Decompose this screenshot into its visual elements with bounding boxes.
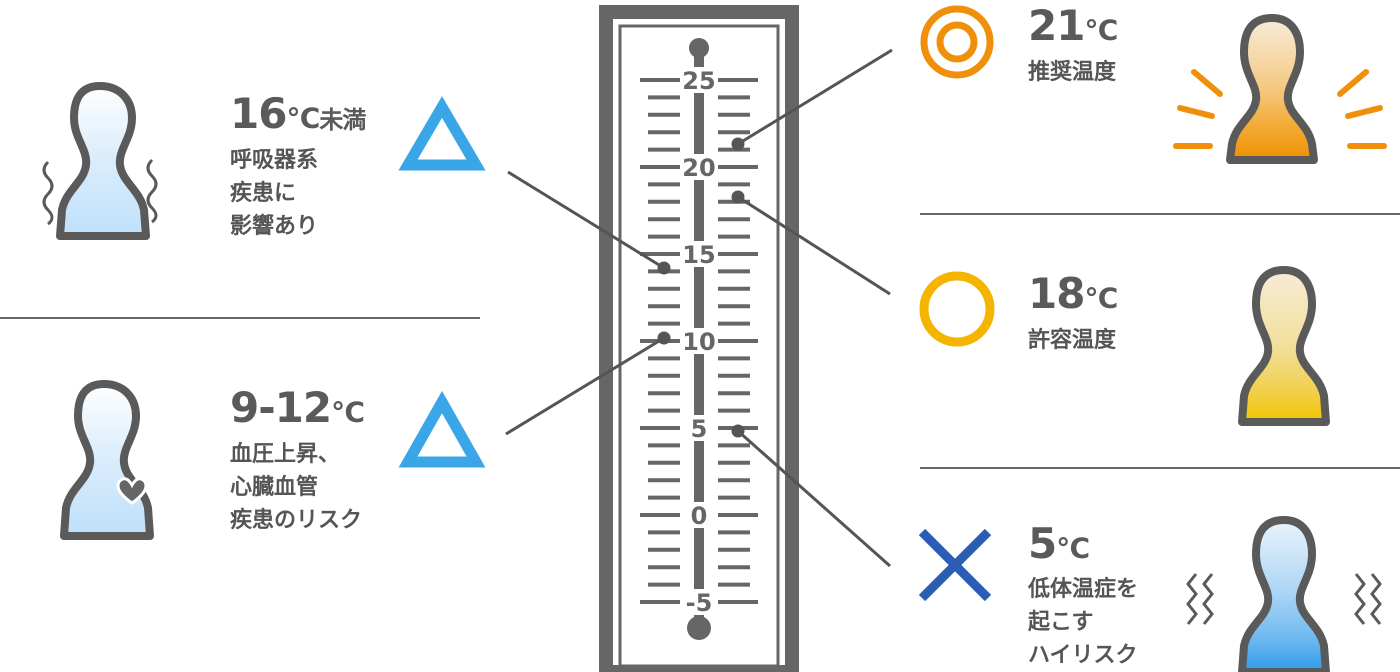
desc-line: 疾患のリスク — [230, 508, 363, 533]
desc-line: ハイリスク — [1028, 643, 1138, 668]
tick-label-bg — [682, 328, 716, 354]
tick-label-bg — [689, 502, 709, 528]
connectors — [505, 48, 893, 568]
thermometer-top-bulb — [689, 38, 709, 58]
triangle-mark-icon — [398, 390, 486, 468]
connector-9-12 — [505, 336, 665, 436]
circle-mark-icon — [919, 271, 995, 347]
person-cold-icon — [1186, 516, 1382, 672]
desc-line: 呼吸器系 — [230, 148, 319, 173]
person-warm-glow-icon — [1173, 14, 1387, 164]
temp-label-9-12: 9-12℃ — [230, 383, 365, 435]
tick-label-bg — [682, 241, 716, 267]
dot-9-12 — [657, 331, 671, 345]
temp-unit: ℃ — [331, 396, 365, 429]
temp-label-16: 16℃未満 — [230, 89, 366, 142]
desc-16: 呼吸器系 疾患に 影響あり — [230, 144, 318, 243]
desc-9-12: 血圧上昇、 心臓血管 疾患のリスク — [230, 438, 362, 537]
dot-16 — [657, 261, 671, 275]
tick-label: 20 — [682, 154, 715, 182]
temp-value: 5 — [1028, 519, 1057, 568]
connector-21 — [737, 48, 893, 146]
tick-label: -5 — [686, 589, 713, 617]
tick-label-bg — [682, 67, 716, 93]
temp-label-5: 5℃ — [1028, 519, 1090, 571]
temp-unit: ℃ — [286, 102, 320, 135]
connector-16 — [507, 170, 665, 270]
tick-label: 25 — [682, 67, 715, 95]
double-circle-mark-icon — [920, 5, 994, 79]
desc-line: 心臓血管 — [230, 475, 319, 500]
temp-label-21: 21℃ — [1028, 1, 1118, 53]
tick-label-bg — [682, 154, 716, 180]
dot-21 — [731, 137, 745, 151]
tick-marks — [640, 78, 758, 604]
heart-icon — [116, 477, 148, 505]
desc-line: 影響あり — [230, 214, 319, 239]
tick-label: 5 — [691, 415, 708, 443]
tick-label: 0 — [691, 502, 708, 530]
desc-21: 推奨温度 — [1028, 56, 1116, 89]
tick-label-bg — [682, 589, 716, 615]
temp-value: 16 — [230, 89, 287, 138]
temp-value: 9-12 — [230, 383, 332, 432]
connector-18 — [737, 195, 891, 296]
thermometer-bottom-bulb — [687, 616, 711, 640]
desc-line: 許容温度 — [1028, 328, 1117, 353]
desc-5: 低体温症を 起こす ハイリスク — [1028, 573, 1138, 672]
desc-line: 低体温症を — [1028, 577, 1139, 602]
desc-line: 推奨温度 — [1028, 60, 1117, 85]
desc-line: 起こす — [1028, 610, 1094, 635]
desc-line: 血圧上昇、 — [230, 442, 341, 467]
cross-mark-icon — [918, 528, 992, 602]
dot-18 — [731, 190, 745, 204]
temp-unit: ℃ — [1056, 532, 1090, 565]
tick-label: 15 — [682, 241, 715, 269]
temp-unit: ℃ — [1084, 14, 1118, 47]
connector-5 — [737, 429, 891, 568]
person-shivering-icon — [42, 82, 158, 240]
person-comfortable-icon — [1238, 266, 1330, 426]
triangle-mark-icon — [398, 96, 486, 171]
desc-line: 疾患に — [230, 181, 297, 206]
person-heart-icon — [60, 380, 154, 540]
dot-5 — [731, 424, 745, 438]
tick-label: 10 — [682, 328, 715, 356]
tick-labels: 25 20 15 10 5 0 -5 — [682, 67, 716, 617]
temp-value: 18 — [1028, 269, 1085, 318]
desc-18: 許容温度 — [1028, 324, 1116, 357]
temp-unit: ℃ — [1084, 282, 1118, 315]
temp-label-18: 18℃ — [1028, 269, 1118, 321]
temp-suffix: 未満 — [319, 106, 366, 134]
tick-label-bg — [689, 415, 709, 441]
thermometer: 25 20 15 10 5 0 -5 — [599, 5, 799, 672]
temp-value: 21 — [1028, 1, 1085, 50]
